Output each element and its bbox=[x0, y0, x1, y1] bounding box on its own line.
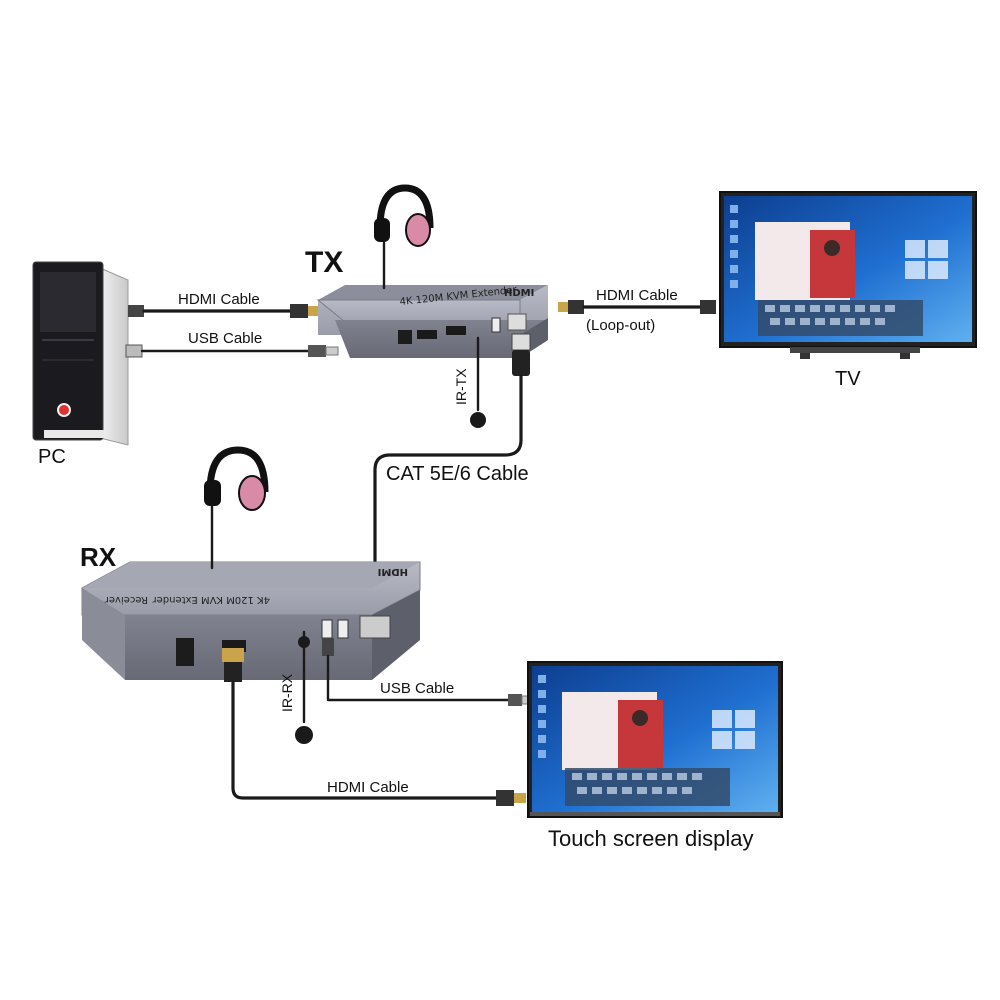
tx-device: 4K 120M KVM Extender HDMI bbox=[316, 285, 548, 358]
ir-rx-label: IR-RX bbox=[279, 673, 295, 712]
tv-label: TV bbox=[835, 368, 861, 390]
tv-hdmi-cable-label: HDMI Cable bbox=[596, 287, 678, 304]
tv-icon bbox=[719, 191, 977, 359]
hdmi-plug-icon bbox=[558, 302, 568, 312]
headphones-icon bbox=[204, 446, 269, 570]
hdmi-plug-icon bbox=[128, 305, 144, 317]
pc-usb-cable-label: USB Cable bbox=[188, 330, 262, 347]
pc-hdmi-cable-label: HDMI Cable bbox=[178, 291, 260, 308]
rx-usb-cable bbox=[322, 638, 533, 706]
pc-label: PC bbox=[38, 446, 66, 468]
hdmi-plug-icon bbox=[700, 300, 716, 314]
hdmi-plug-icon bbox=[308, 306, 318, 316]
tx-label: TX bbox=[305, 246, 343, 279]
tv-hdmi-cable bbox=[558, 300, 716, 314]
rx-label: RX bbox=[80, 542, 117, 572]
pc-usb-cable bbox=[125, 344, 339, 358]
pc-hdmi-cable bbox=[128, 304, 318, 318]
rx-side-text: Receiver bbox=[104, 594, 148, 605]
rx-hdmi-cable-label: HDMI Cable bbox=[327, 779, 409, 796]
rx-casing-text: 4K 120M KVM Extender bbox=[152, 594, 270, 605]
usb-plug-icon bbox=[125, 344, 143, 358]
rx-hdmi-badge: HDMI bbox=[378, 566, 408, 577]
rx-device: 4K 120M KVM Extender Receiver HDMI bbox=[81, 561, 421, 680]
hdmi-plug-icon bbox=[514, 793, 526, 803]
ir-rx-cable bbox=[295, 630, 313, 744]
usb-plug-icon bbox=[322, 638, 334, 656]
rx-usb-cable-label: USB Cable bbox=[380, 680, 454, 697]
ir-tx-label: IR-TX bbox=[453, 368, 469, 405]
ir-sensor-icon bbox=[295, 726, 313, 744]
headphones-icon bbox=[374, 184, 434, 290]
usb-plug-icon bbox=[325, 346, 339, 356]
rx-hdmi-cable bbox=[222, 648, 526, 806]
pc-tower-icon bbox=[32, 261, 129, 446]
ir-tx-cable bbox=[470, 336, 486, 428]
touch-display-label: Touch screen display bbox=[548, 826, 753, 851]
rj45-plug-icon bbox=[511, 333, 531, 351]
tx-hdmi-badge: HDMI bbox=[504, 288, 534, 299]
hdmi-plug-icon bbox=[222, 648, 244, 662]
cat-cable-label: CAT 5E/6 Cable bbox=[386, 463, 529, 485]
rj45-plug-icon bbox=[507, 313, 527, 331]
ir-sensor-icon bbox=[470, 412, 486, 428]
touch-display-icon bbox=[527, 661, 783, 818]
loop-out-label: (Loop-out) bbox=[586, 317, 655, 334]
